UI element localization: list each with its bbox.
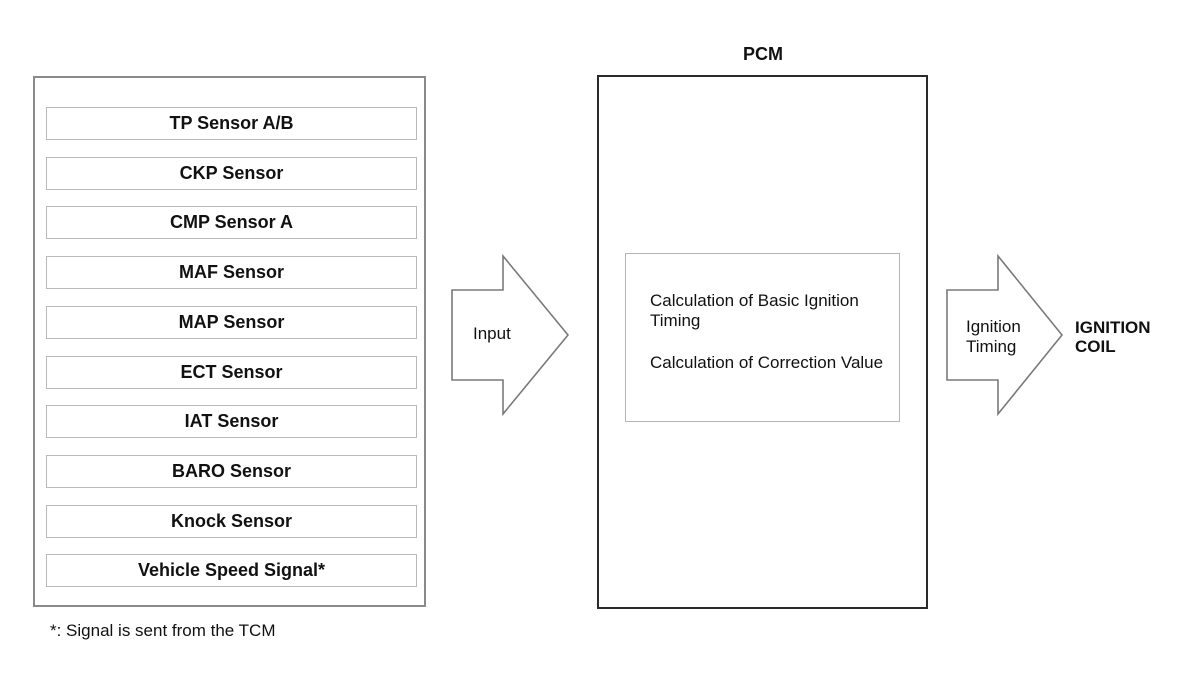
- input-arrow-label: Input: [473, 324, 511, 343]
- ignition-timing-arrow: [946, 253, 1064, 417]
- input-arrow: [451, 253, 570, 417]
- calc-correction-text: Calculation of Correction Value: [650, 353, 884, 372]
- sensor-box: MAF Sensor: [46, 256, 417, 289]
- calc-basic-text: Calculation of Basic Ignition Timing: [650, 291, 859, 330]
- sensor-box: Vehicle Speed Signal*: [46, 554, 417, 587]
- sensor-box: Knock Sensor: [46, 505, 417, 538]
- pcm-box: [597, 75, 928, 609]
- pcm-title: PCM: [743, 44, 783, 64]
- sensor-box: MAP Sensor: [46, 306, 417, 339]
- ignition-coil-label: IGNITION COIL: [1075, 318, 1151, 356]
- ignition-timing-label: Ignition Timing: [966, 317, 1021, 356]
- sensor-box: BARO Sensor: [46, 455, 417, 488]
- sensor-box: ECT Sensor: [46, 356, 417, 389]
- footnote: *: Signal is sent from the TCM: [50, 621, 276, 640]
- sensor-box: IAT Sensor: [46, 405, 417, 438]
- sensor-panel: [33, 76, 426, 607]
- calculation-box: [625, 253, 900, 422]
- sensor-box: CKP Sensor: [46, 157, 417, 190]
- sensor-box: TP Sensor A/B: [46, 107, 417, 140]
- sensor-box: CMP Sensor A: [46, 206, 417, 239]
